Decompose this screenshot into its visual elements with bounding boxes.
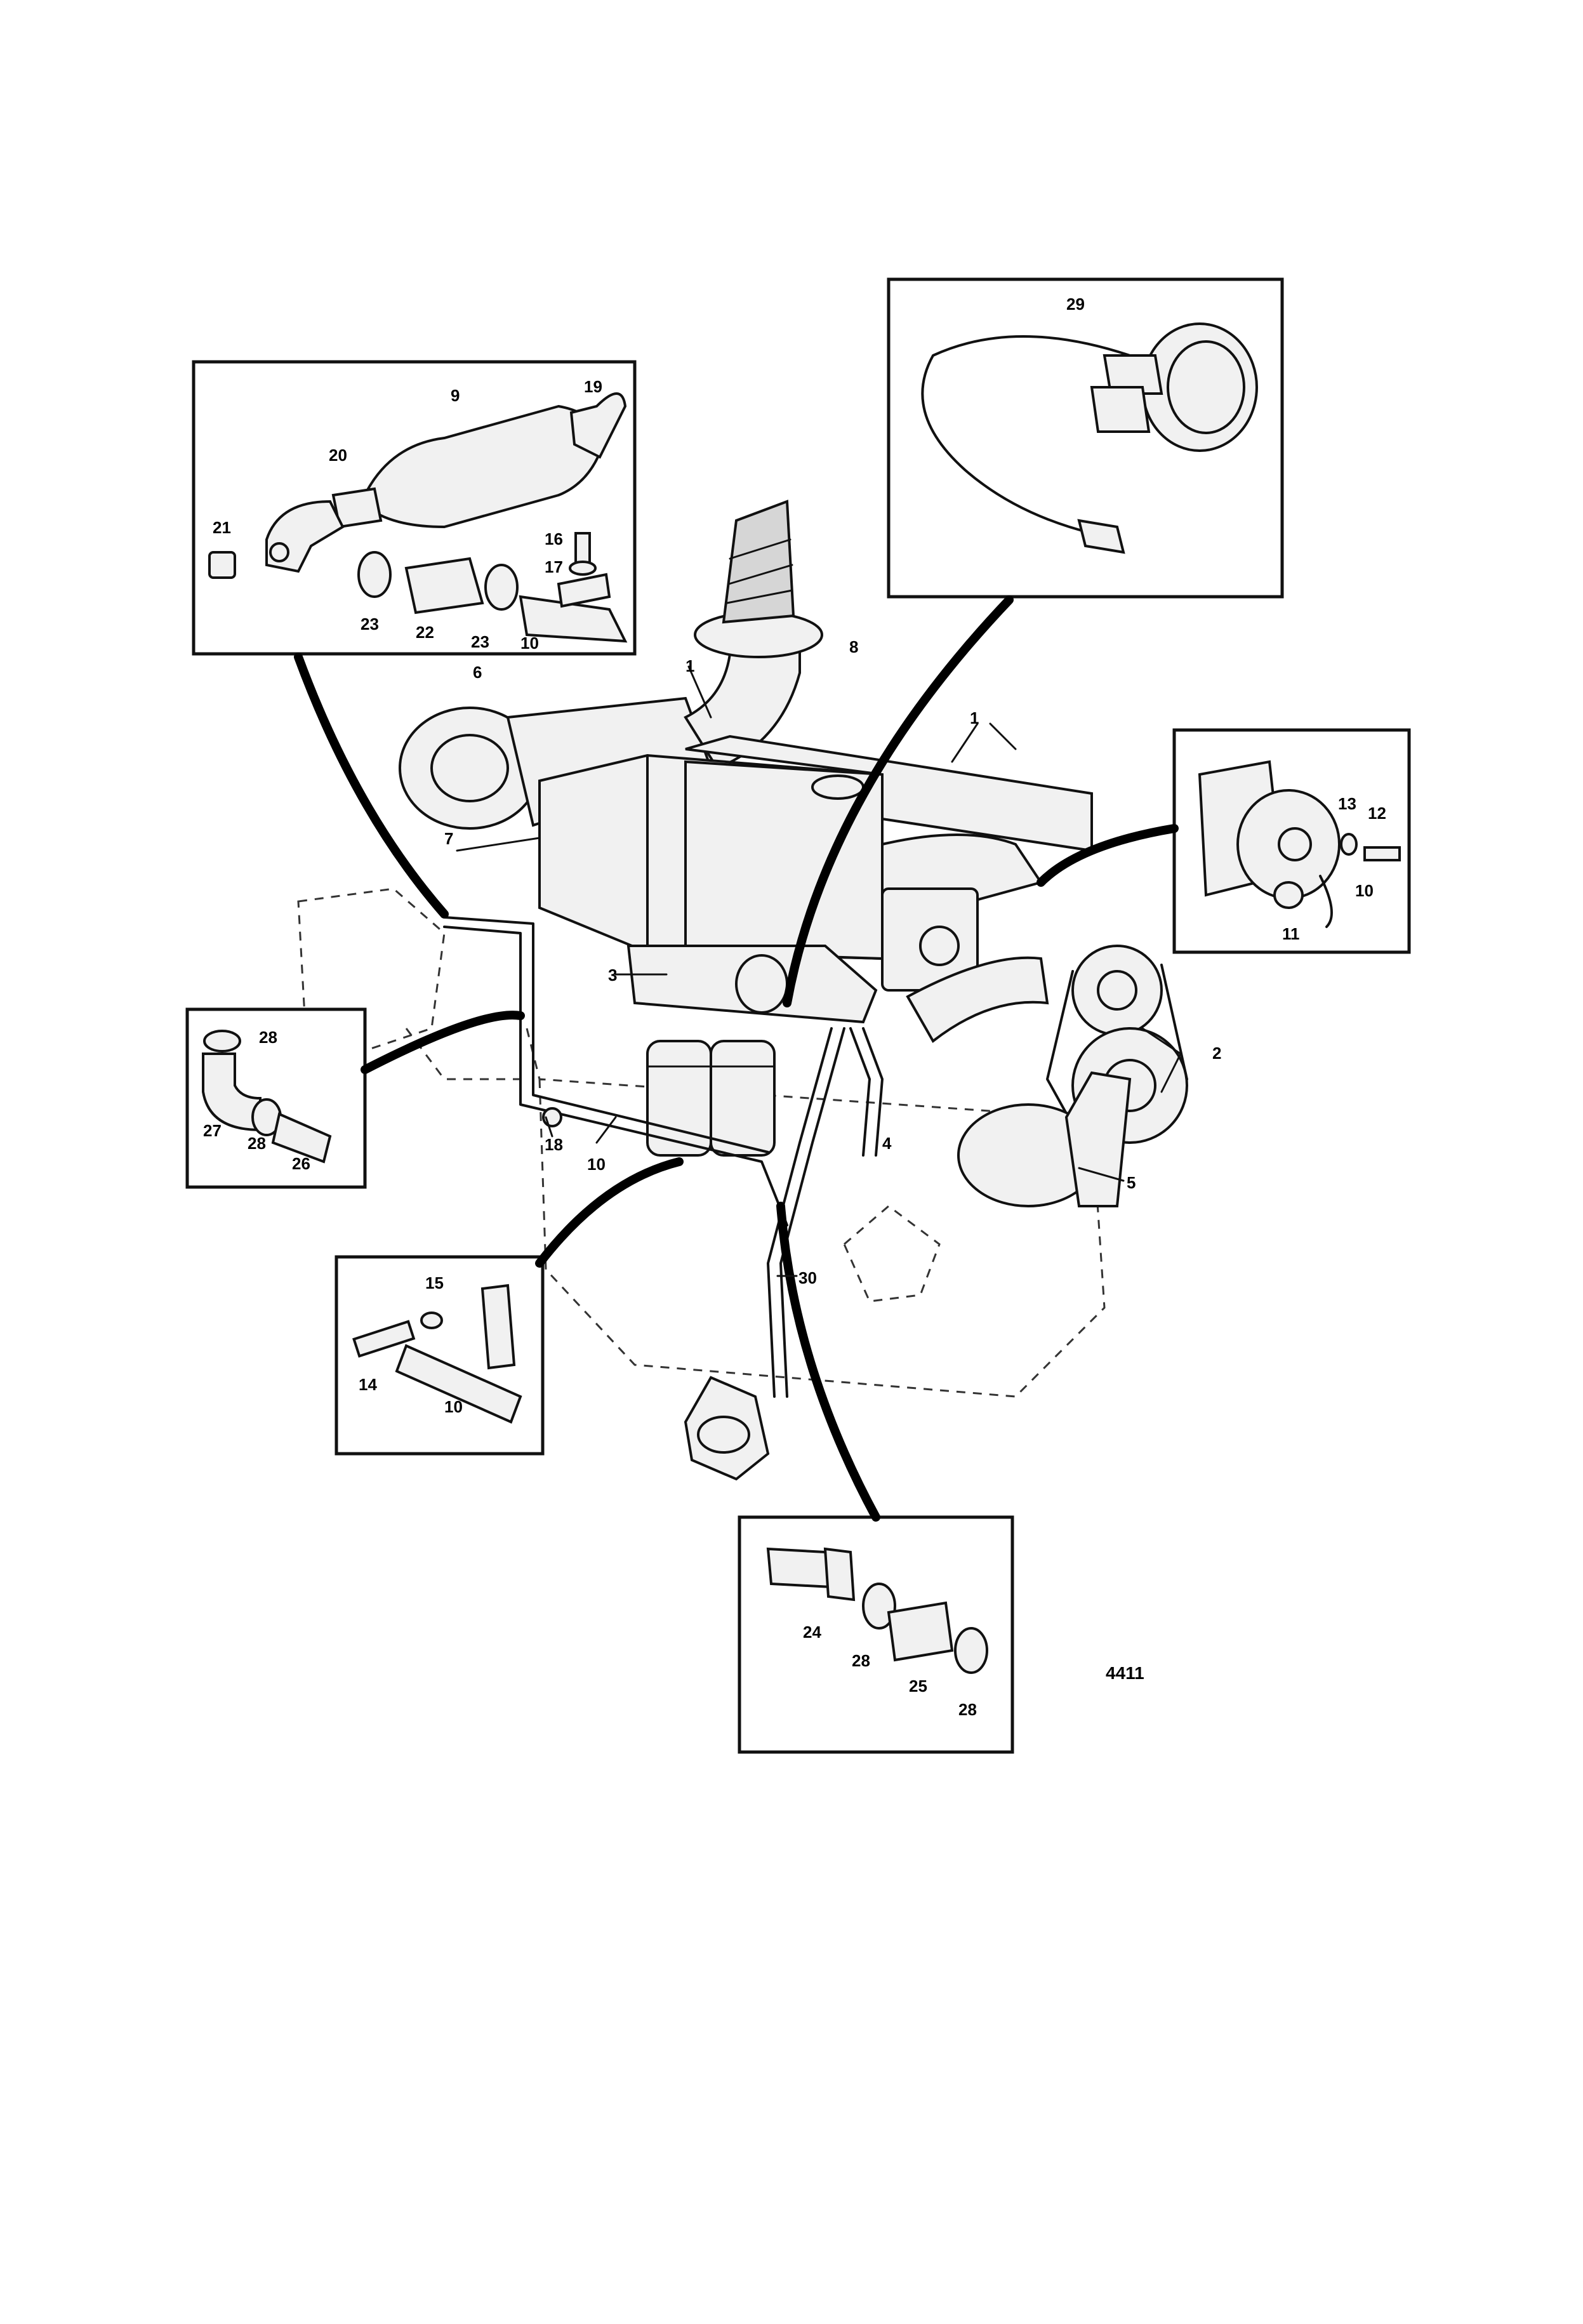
label-main-5: 5 <box>1127 1173 1136 1192</box>
label-main-8: 8 <box>849 637 858 656</box>
label-filter-10: 10 <box>520 634 539 653</box>
label-filter-17: 17 <box>545 557 563 576</box>
bolt-14 <box>352 1320 416 1358</box>
clamp-23a <box>357 551 392 598</box>
gauge-fitting <box>1103 354 1163 395</box>
label-main-4: 4 <box>882 1134 892 1153</box>
washer-13 <box>1340 833 1358 856</box>
label-filter-23b: 23 <box>471 632 489 651</box>
leader-gauge <box>783 595 1014 1007</box>
engine-block-outline <box>297 887 1106 1398</box>
label-filter-16: 16 <box>545 529 563 548</box>
leader-sender <box>1037 824 1179 887</box>
drain-hose-30 <box>767 1027 833 1398</box>
washer-15 <box>420 1311 443 1329</box>
label-clamp-14: 14 <box>359 1375 377 1394</box>
leader-elbow <box>361 1011 525 1074</box>
inset-hose <box>738 1515 1014 1754</box>
clamp-23b <box>484 564 519 611</box>
leader-hose <box>776 1202 880 1522</box>
inset-clamp <box>334 1255 545 1456</box>
clamp-bracket <box>480 1284 516 1370</box>
figure-number: 4411 <box>1106 1663 1144 1683</box>
label-hose-25: 25 <box>909 1677 927 1696</box>
label-main-10: 10 <box>587 1155 606 1174</box>
label-main-2: 2 <box>1212 1044 1221 1063</box>
pipe-10-sender <box>1319 875 1333 928</box>
coupling-22 <box>404 557 484 614</box>
label-main-7: 7 <box>444 829 453 848</box>
front-hose <box>906 956 1049 1043</box>
exhaust-bellows <box>722 500 795 624</box>
label-gauge-29: 29 <box>1066 295 1085 314</box>
label-sender-12: 12 <box>1368 804 1386 823</box>
label-ticks <box>456 665 1182 1277</box>
engine-assembly <box>297 500 1188 1481</box>
inset-gauge <box>887 277 1284 599</box>
label-elbow-28b: 28 <box>248 1134 266 1153</box>
clamp-28-first <box>862 1583 896 1630</box>
turbo-intake-inner <box>430 734 509 802</box>
filter-tee <box>265 500 345 573</box>
label-main-1a: 1 <box>686 656 694 675</box>
gauge-bracket <box>1090 386 1151 433</box>
pulley-upper <box>1071 945 1163 1036</box>
drain-pipe <box>443 926 788 1226</box>
inset-sender <box>1172 728 1411 954</box>
hose-4 <box>849 1027 884 1157</box>
label-main-18: 18 <box>545 1135 563 1154</box>
label-filter-9: 9 <box>451 386 460 405</box>
hose-25 <box>887 1601 954 1662</box>
clamp-28-second <box>954 1627 988 1674</box>
label-main-30: 30 <box>798 1268 817 1287</box>
label-main-3: 3 <box>608 966 617 985</box>
label-sender-13: 13 <box>1338 794 1356 813</box>
callout-leaders <box>294 595 1179 1522</box>
pipe-10-inset <box>519 595 628 643</box>
oil-filter-left <box>646 1040 712 1157</box>
inset-filter <box>192 360 637 656</box>
washer-17 <box>569 561 597 576</box>
label-filter-20: 20 <box>329 446 347 465</box>
leader-clamp <box>535 1157 684 1268</box>
label-hose-28a: 28 <box>852 1651 870 1670</box>
label-filter-21: 21 <box>213 518 231 537</box>
bolt-12 <box>1363 846 1401 861</box>
label-filter-22: 22 <box>416 623 434 642</box>
pump-outlet <box>1064 1071 1132 1207</box>
label-filter-23a: 23 <box>361 614 379 634</box>
nipple-24 <box>766 1547 833 1589</box>
label-elbow-27: 27 <box>203 1121 222 1140</box>
label-sender-11: 11 <box>1282 924 1300 943</box>
leader-filter <box>294 653 449 919</box>
nipple-26 <box>271 1112 332 1164</box>
label-main-1b: 1 <box>970 708 979 727</box>
oil-filter-right <box>710 1040 776 1157</box>
label-hose-28b: 28 <box>958 1700 977 1719</box>
bolt-16 <box>574 532 591 566</box>
gauge-capillary <box>921 335 1131 535</box>
filler-cap <box>811 774 864 800</box>
label-main-6: 6 <box>473 663 482 682</box>
clamp-28a <box>203 1030 241 1052</box>
gauge-sender <box>1077 519 1125 554</box>
bracket <box>557 573 611 608</box>
label-clamp-10: 10 <box>444 1397 463 1416</box>
label-elbow-28a: 28 <box>259 1028 277 1047</box>
label-clamp-15: 15 <box>425 1273 444 1292</box>
label-hose-24: 24 <box>803 1623 821 1642</box>
pipe-10-clamp <box>395 1344 522 1424</box>
inset-elbow <box>185 1007 367 1189</box>
label-elbow-26: 26 <box>292 1154 310 1173</box>
label-sender-10: 10 <box>1355 881 1374 900</box>
filter-elbow-19 <box>569 392 627 459</box>
oring-11 <box>1273 881 1304 909</box>
plug-21 <box>208 551 236 579</box>
label-filter-19: 19 <box>584 377 602 396</box>
